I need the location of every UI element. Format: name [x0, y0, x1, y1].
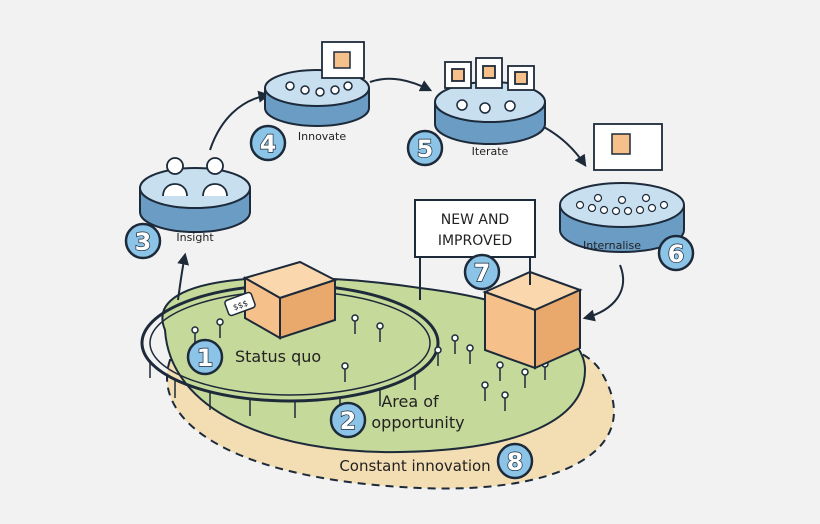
innovate-platform: Innovate: [264, 41, 370, 143]
price-tag: $$$: [224, 291, 256, 317]
iterate-platform: Iterate: [434, 57, 546, 158]
status-quo-box: [242, 260, 338, 340]
arrow-internalise-to-new: [582, 264, 625, 322]
internalise-label: Internalise: [583, 239, 641, 252]
new-improved-sign: NEW AND IMPROVED: [414, 199, 536, 300]
insight-platform: Insight: [139, 157, 251, 244]
internalise-platform: Internalise: [559, 123, 685, 253]
area-label-line-1: Area of: [381, 392, 439, 411]
sign-line-2: IMPROVED: [438, 233, 512, 249]
badge-4: 4: [249, 124, 287, 162]
area-label-line-2: opportunity: [371, 413, 464, 432]
arrow-insight-to-innovate: [209, 90, 271, 151]
constant-innovation-label: Constant innovation: [339, 457, 490, 475]
badge-1: 1: [186, 338, 224, 376]
badge-5: 5: [406, 129, 444, 167]
svg-text:8: 8: [507, 448, 524, 476]
sign-line-1: NEW AND: [441, 212, 509, 228]
insight-label: Insight: [176, 231, 214, 244]
new-improved-box: [482, 270, 583, 370]
arrow-innovate-to-iterate: [369, 77, 433, 92]
svg-text:6: 6: [668, 240, 685, 268]
badge-3: 3: [124, 222, 162, 260]
svg-text:4: 4: [260, 130, 277, 158]
iterate-label: Iterate: [472, 145, 509, 158]
svg-text:1: 1: [197, 344, 214, 372]
badge-2: 2: [329, 401, 367, 439]
innovate-label: Innovate: [298, 130, 346, 143]
arrow-status-to-insight: [177, 252, 190, 301]
arrow-iterate-to-internalise: [539, 124, 587, 167]
status-quo-people: [191, 314, 384, 382]
svg-text:2: 2: [340, 407, 357, 435]
badge-6: 6: [657, 234, 695, 272]
badge-7: 7: [463, 253, 501, 291]
badge-8: 8: [496, 442, 534, 480]
svg-text:3: 3: [135, 228, 152, 256]
status-quo-label: Status quo: [235, 347, 321, 366]
svg-text:7: 7: [474, 259, 491, 287]
svg-text:5: 5: [417, 135, 434, 163]
